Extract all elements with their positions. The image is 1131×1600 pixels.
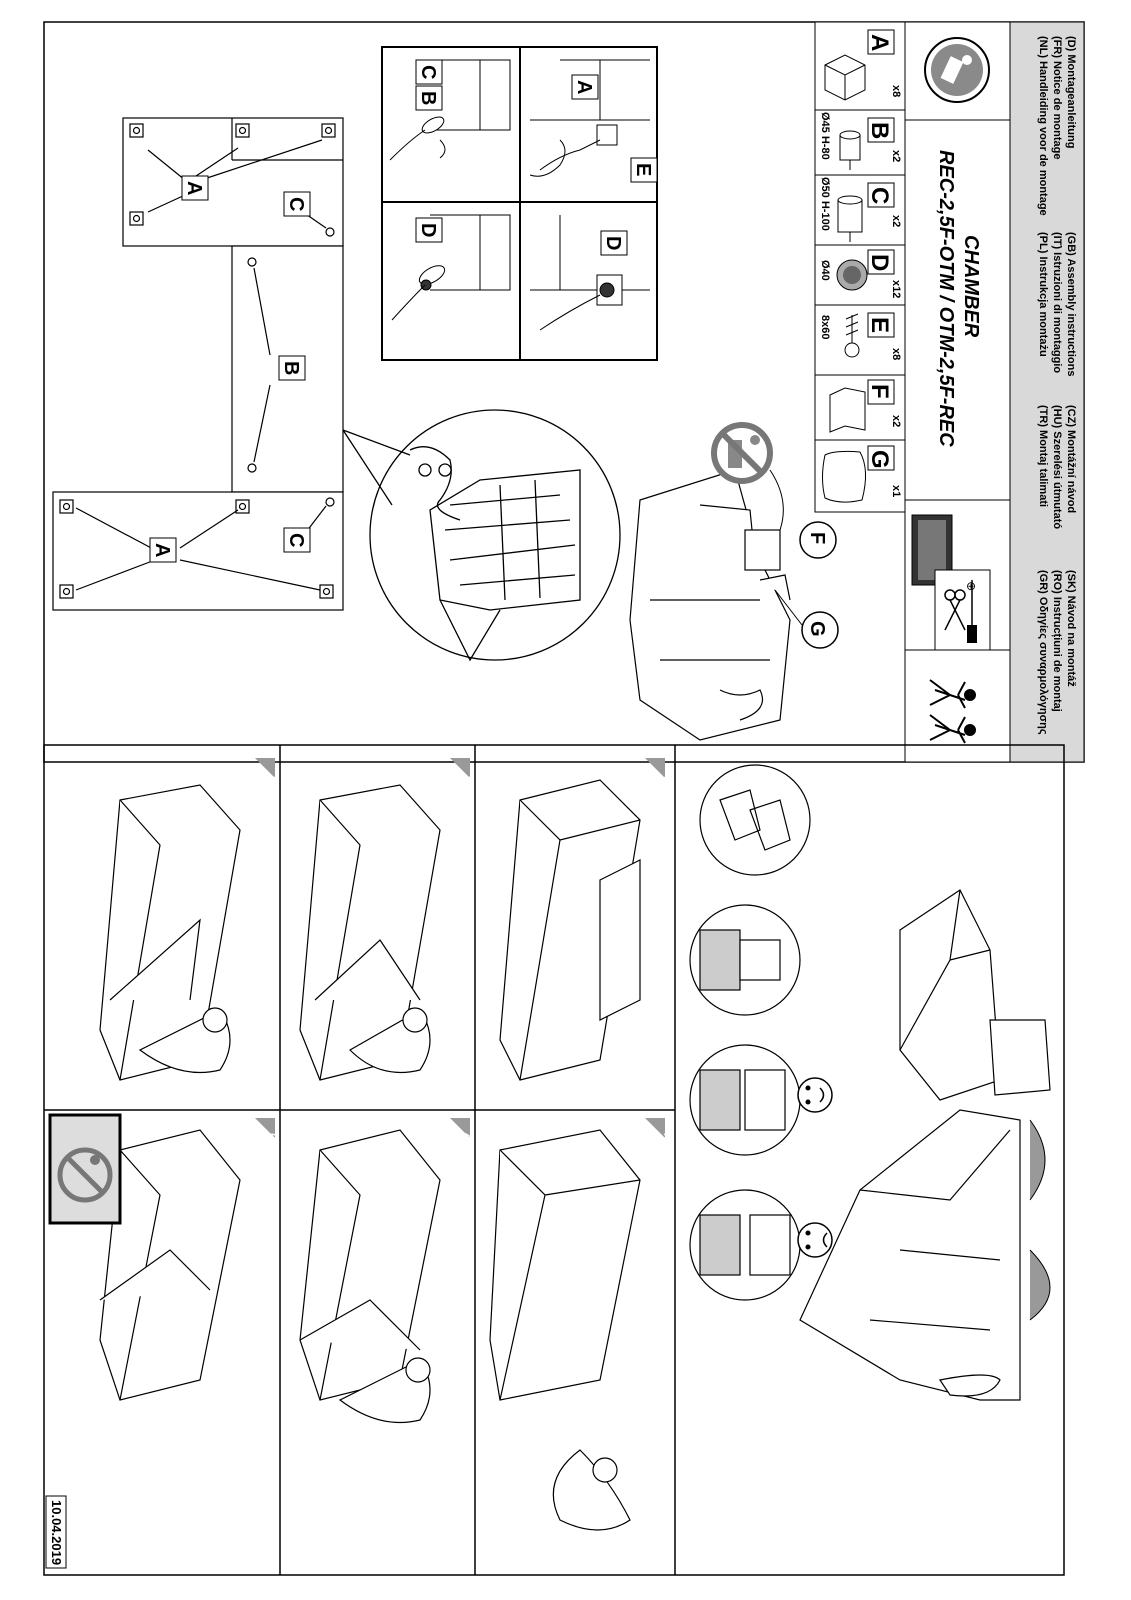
label-c: C bbox=[417, 65, 439, 79]
part-qty: x2 bbox=[890, 150, 902, 162]
part-letter: B bbox=[866, 122, 893, 139]
part-letter: E bbox=[866, 317, 893, 333]
rotation-arrows bbox=[1029, 1119, 1051, 1321]
lang-line: (D) Montageanleitung bbox=[1065, 36, 1077, 148]
label-b: B bbox=[417, 91, 439, 105]
part-a-drawing bbox=[824, 54, 866, 101]
lang-line: (CZ) Montážní návod bbox=[1065, 405, 1077, 513]
bottom-panel-frame bbox=[43, 744, 1065, 1576]
lang-line: (GB) Assembly instructions bbox=[1065, 232, 1077, 376]
part-b-drawing bbox=[839, 130, 861, 170]
model-name: CHAMBER bbox=[960, 235, 982, 338]
part-qty: x1 bbox=[890, 485, 902, 497]
part-qty: x2 bbox=[890, 215, 902, 227]
no-climbing-icon bbox=[57, 1147, 113, 1203]
connector-detail bbox=[699, 764, 811, 876]
step-number: 2 bbox=[655, 1133, 669, 1140]
lang-line: (PL) Instrukcja montażu bbox=[1037, 232, 1049, 357]
label-b: B bbox=[280, 361, 302, 375]
part-c-drawing bbox=[837, 195, 863, 242]
label-f: F bbox=[806, 532, 828, 544]
sofa-module-drawing bbox=[899, 889, 1051, 1101]
part-g-drawing bbox=[822, 450, 866, 503]
part-letter: C bbox=[866, 187, 893, 204]
part-e-drawing bbox=[844, 313, 860, 358]
sofa-corner-drawing bbox=[799, 1109, 1021, 1401]
part-letter: A bbox=[866, 34, 893, 51]
step-number: 1 bbox=[655, 776, 669, 783]
part-letter: D bbox=[866, 254, 893, 271]
label-c: C bbox=[285, 533, 307, 547]
part-qty: x2 bbox=[890, 415, 902, 427]
no-climbing-icon bbox=[711, 422, 784, 531]
connector-circles bbox=[689, 904, 801, 1301]
f-label: F bbox=[799, 521, 837, 559]
detail-a-e bbox=[529, 59, 650, 177]
label-e: E bbox=[632, 163, 654, 176]
svg-text:⊕: ⊕ bbox=[966, 579, 976, 593]
unpacking-detail bbox=[342, 409, 621, 662]
label-c: C bbox=[285, 197, 307, 211]
g-label: G bbox=[774, 589, 839, 649]
detail-d-2 bbox=[391, 214, 511, 321]
lang-line: (NL) Handleiding voor de montage bbox=[1037, 36, 1049, 216]
part-spec: Ø50 H-100 bbox=[819, 177, 831, 231]
part-d-drawing bbox=[836, 259, 868, 291]
step-number: 6 bbox=[265, 1133, 279, 1140]
step-number: 5 bbox=[265, 776, 279, 783]
model-code: REC-2,5F-OTM / OTM-2,5F-REC bbox=[935, 150, 957, 447]
language-list: (D) Montageanleitung (FR) Notice de mont… bbox=[1037, 36, 1077, 735]
part-spec: Ø45 H-80 bbox=[819, 112, 831, 160]
label-a: A bbox=[151, 543, 173, 557]
part-qty: x12 bbox=[890, 280, 902, 298]
lang-line: (GR) Οδηγίες συναρμολόγησης bbox=[1037, 570, 1049, 735]
detail-c-b bbox=[389, 59, 511, 161]
detail-d-1 bbox=[530, 215, 650, 331]
lang-line: (IT) Istruzioni di montaggio bbox=[1051, 232, 1063, 373]
step-tabs: 1 2 3 4 5 6 bbox=[255, 758, 669, 1140]
part-f-drawing bbox=[829, 387, 866, 433]
step-3-drawing bbox=[299, 784, 441, 1081]
step-6-drawing bbox=[99, 1129, 241, 1401]
happy-face-icon bbox=[797, 1077, 833, 1113]
sad-face-icon bbox=[797, 1222, 833, 1258]
lang-line: (HU) Szerelési útmutató bbox=[1051, 405, 1063, 529]
assembly-person-icon bbox=[924, 37, 990, 103]
label-d: D bbox=[417, 223, 439, 237]
label-d: D bbox=[602, 236, 624, 250]
lang-line: (RO) Instrucțiuni de montaj bbox=[1051, 570, 1063, 712]
lang-line: (TR) Montaj talimati bbox=[1037, 405, 1049, 507]
part-letter: F bbox=[866, 384, 893, 399]
step-number: 3 bbox=[460, 776, 474, 783]
tools-icon: ⊕ bbox=[911, 514, 991, 651]
screwdriver-icon: ⊕ bbox=[966, 579, 977, 643]
part-letter: G bbox=[866, 450, 893, 469]
part-spec: 8x60 bbox=[819, 315, 831, 339]
part-qty: x8 bbox=[890, 348, 902, 360]
step-2-drawing bbox=[489, 1129, 641, 1531]
base-diagram-top bbox=[122, 117, 344, 247]
document-date: 10.04.2019 bbox=[49, 1500, 64, 1565]
header-band bbox=[1009, 21, 1085, 763]
step-number: 4 bbox=[460, 1133, 474, 1140]
label-a: A bbox=[183, 181, 205, 195]
warning-box bbox=[48, 1113, 122, 1225]
label-a: A bbox=[573, 80, 595, 94]
lang-line: (FR) Notice de montage bbox=[1051, 36, 1063, 159]
two-persons-icon bbox=[929, 679, 976, 744]
step-5-drawing bbox=[99, 784, 241, 1081]
part-qty: x8 bbox=[890, 85, 902, 97]
label-g: G bbox=[806, 621, 828, 637]
sofa-overview bbox=[629, 469, 791, 741]
scissors-icon bbox=[944, 589, 966, 631]
step-4-drawing bbox=[299, 1129, 441, 1423]
lang-line: (SK) Návod na montáž bbox=[1065, 570, 1077, 687]
part-spec: Ø40 bbox=[819, 260, 831, 281]
step-1-drawing bbox=[499, 779, 641, 1081]
